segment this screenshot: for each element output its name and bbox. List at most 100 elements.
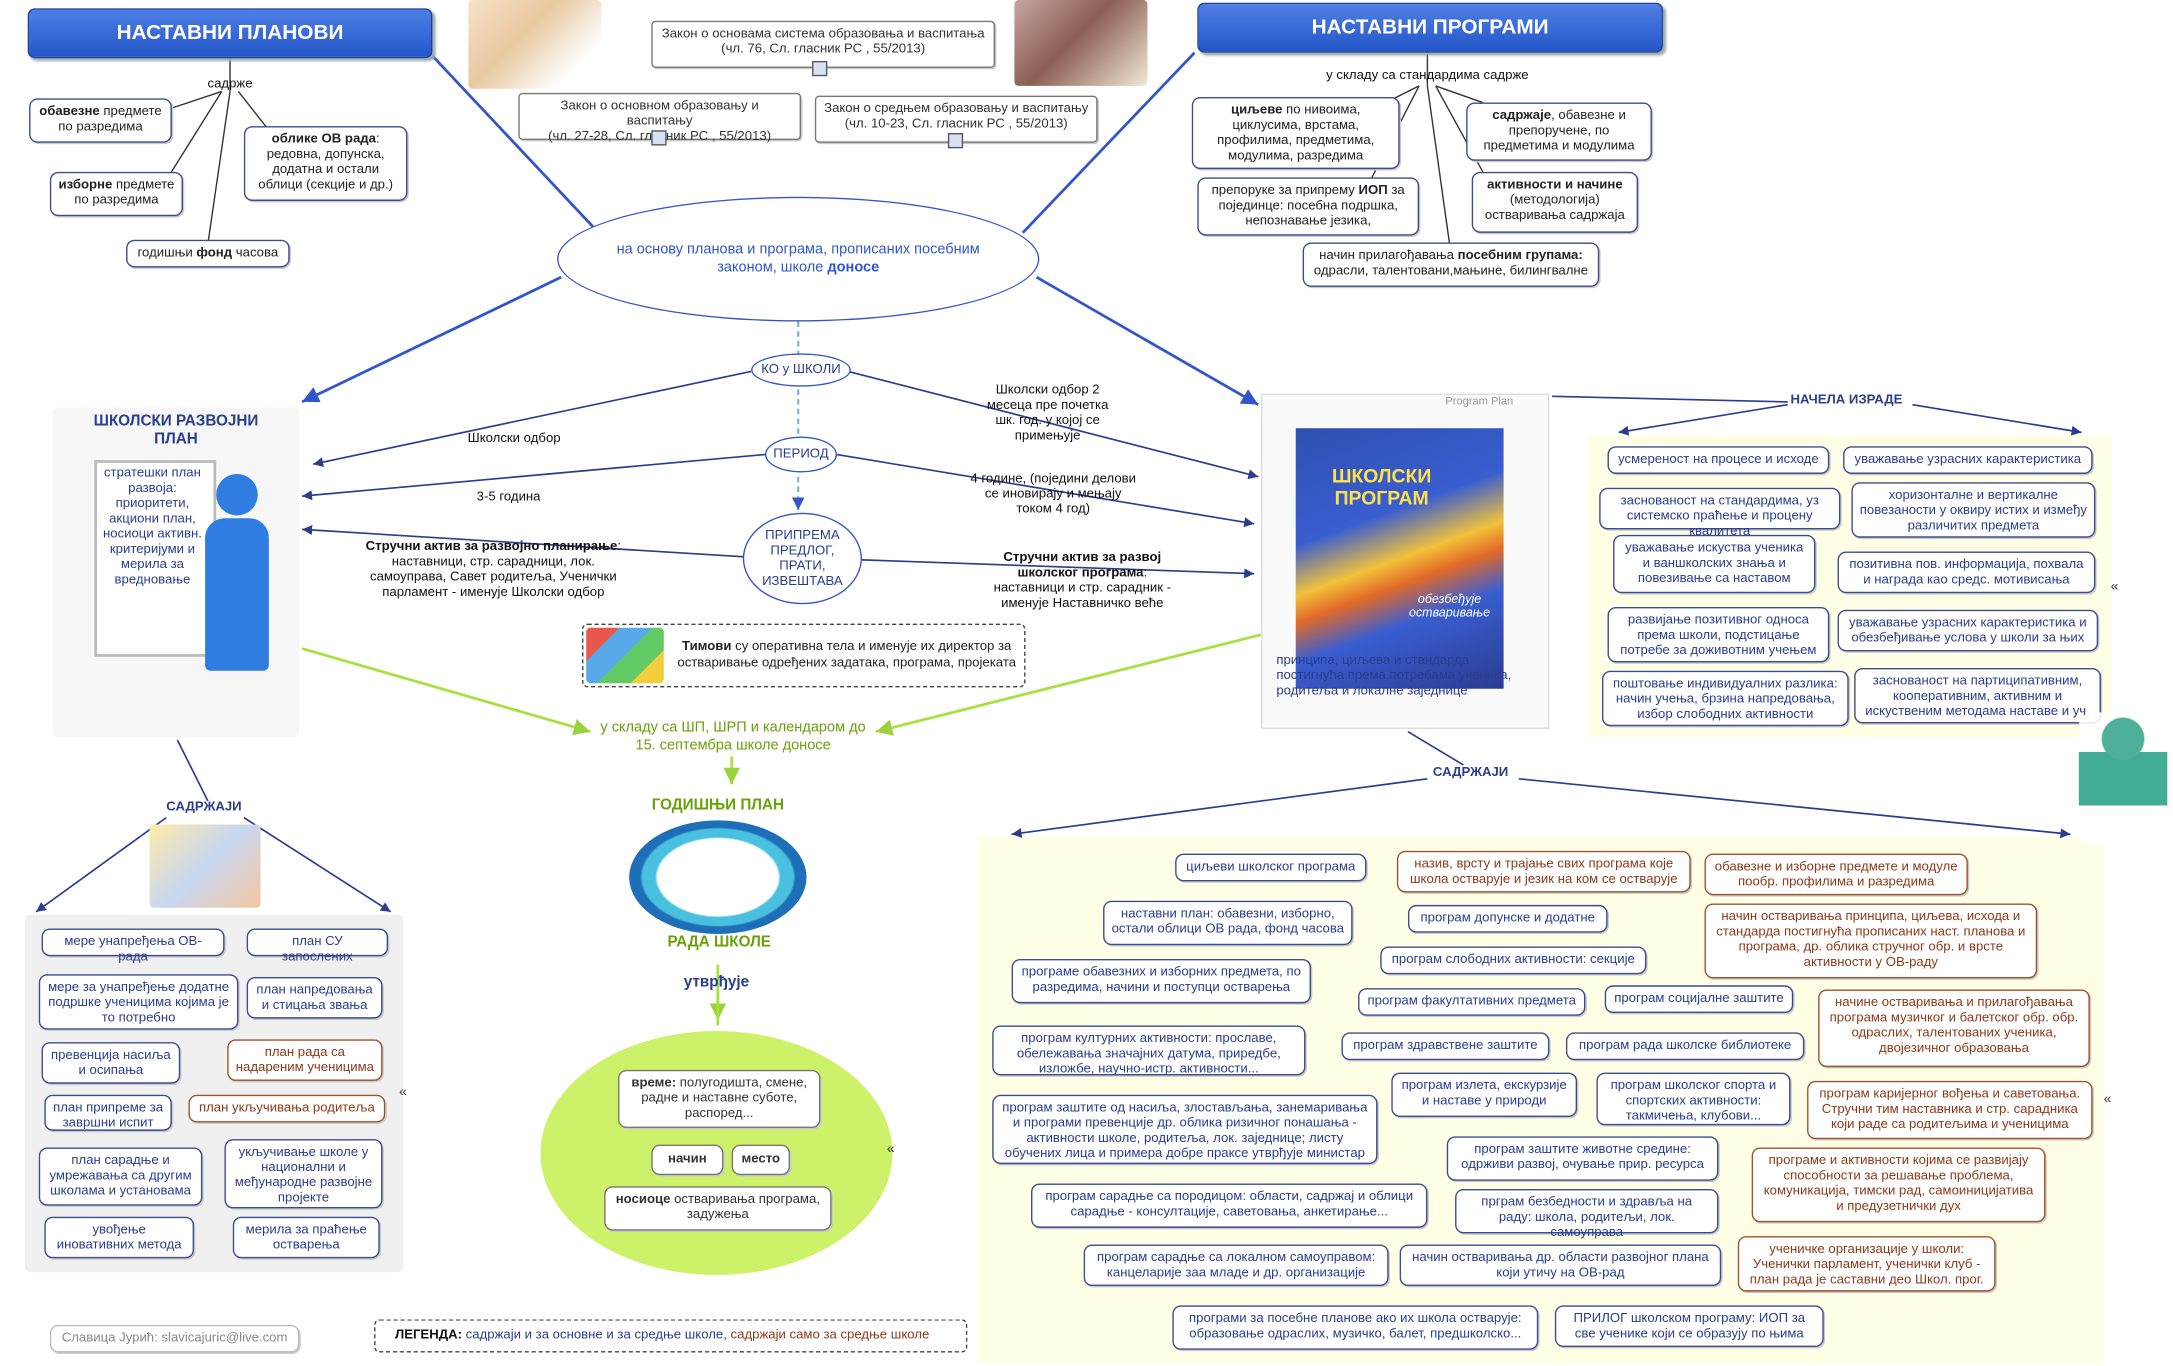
document-icon[interactable] (651, 130, 667, 146)
sp-content-item[interactable]: програм факултативних предмета (1358, 988, 1586, 1016)
sp-content-item[interactable]: наставни план: обавезни, изборно, остали… (1103, 900, 1353, 946)
goals-text: по нивоима, циклусима, врстама, профилим… (1217, 102, 1375, 164)
rdp-content-item[interactable]: укључивање школе у национални и међунаро… (224, 1139, 383, 1209)
presenter-figure (216, 473, 258, 516)
principle-item[interactable]: уважавање узрасних карактеристика и обез… (1837, 609, 2099, 652)
period-oval[interactable]: ПЕРИОД (764, 436, 838, 473)
sp-content-item[interactable]: програм заштите животне средине: одрживи… (1446, 1136, 1719, 1181)
principle-item[interactable]: поштовање индивидуалних разлика: начин у… (1601, 670, 1849, 727)
principle-item[interactable]: хоризонталне и вертикалне повезаности у … (1851, 482, 2096, 538)
sp-content-item[interactable]: ученичке организације у школи: Ученички … (1737, 1236, 1996, 1292)
rdp-content-item[interactable]: план укључивања родитеља (188, 1094, 386, 1123)
collapse-icon[interactable]: « (2110, 579, 2119, 595)
sp-content-item[interactable]: програм слободних активности: секције (1380, 946, 1647, 975)
rdp-content-item[interactable]: план припреме за завршни испит (44, 1094, 172, 1131)
board-right-label: Школски одбор 2 месеца пре почетка шк. г… (986, 382, 1109, 444)
plans-mandatory-node[interactable]: обавезне предмете по разредима (29, 98, 172, 143)
rdp-content-item[interactable]: план напредовања и стицања звања (246, 976, 383, 1019)
groups-text: одрасли, талентовани,мањине, билингвалне (1313, 263, 1589, 279)
principle-item[interactable]: усмереност на процесе и исходе (1607, 446, 1830, 474)
sp-content-item[interactable]: назив, врсту и трајање свих програма кој… (1396, 850, 1691, 893)
sp-content-item[interactable]: програм социјалне заштите (1604, 985, 1794, 1014)
rdp-content-item[interactable]: план рада са надареним ученицима (227, 1039, 383, 1081)
aktiv-right-bold: Стручни актив за развој школског програм… (1003, 550, 1162, 581)
who-in-school-oval[interactable]: КО у ШКОЛИ (751, 353, 851, 387)
sp-content-item[interactable]: програм излета, екскурзије и наставе у п… (1391, 1072, 1578, 1117)
sp-content-item[interactable]: програм сарадње са локалном самоуправом:… (1083, 1244, 1389, 1287)
sp-content-item[interactable]: програм рада школске библиотеке (1565, 1032, 1805, 1061)
sp-content-item[interactable]: програм школског спорта и спортских акти… (1596, 1072, 1791, 1126)
iop-pre: препоруке за припрему (1211, 182, 1359, 199)
girl-reading-image (468, 0, 602, 89)
programs-groups-node[interactable]: начин прилагођавања посебним групама: од… (1302, 242, 1600, 287)
programs-activities-node[interactable]: активности и начине (методологија) оства… (1471, 171, 1639, 233)
fund-pre: годишњи (137, 245, 197, 261)
sp-content-item[interactable]: програм сарадње са породицом: области, с… (1031, 1183, 1428, 1228)
rdp-content-item[interactable]: мере за унапређење додатне подршке учени… (38, 974, 239, 1030)
prepare-oval[interactable]: ПРИПРЕМА ПРЕДЛОГ, ПРАТИ, ИЗВЕШТАВА (742, 512, 862, 605)
principle-item[interactable]: заснованост на партиципативним, кооперат… (1854, 667, 2101, 724)
sp-content-item[interactable]: обавезне и изборне предмете и модуле поо… (1704, 853, 1968, 896)
principle-item[interactable]: развијање позитивног односа према школи,… (1607, 606, 1830, 663)
law-foundations[interactable]: Закон о основама система образовања и ва… (651, 20, 996, 68)
document-icon[interactable] (947, 133, 964, 149)
collapse-icon[interactable]: « (886, 1141, 895, 1158)
annual-time-node[interactable]: време: полугодишта, смене, радне и наста… (618, 1069, 821, 1129)
sp-content-item[interactable]: програм културних активности: прославе, … (992, 1025, 1306, 1077)
student-books-image (1014, 0, 1148, 86)
rdp-content-item[interactable]: план СУ запослених (246, 928, 389, 965)
papers-illustration (149, 824, 261, 908)
forms-text: : редовна, допунска, додатна и остали об… (258, 131, 394, 193)
sp-content-item[interactable]: циљеви школског програма (1175, 853, 1367, 882)
sp-content-item[interactable]: начин остваривања принципа, циљева, исхо… (1704, 903, 2038, 979)
sp-content-item[interactable]: програме и активности којима се развијај… (1751, 1147, 2046, 1223)
programs-content-node[interactable]: садржаје, обавезне и препоручене, по пре… (1466, 102, 1652, 161)
principle-item[interactable]: уважавање искуства ученика и ваншколских… (1613, 534, 1816, 594)
rdp-content-item[interactable]: увођење иновативних метода (44, 1216, 195, 1259)
collapse-icon[interactable]: « (2103, 1092, 2112, 1108)
annual-place-node[interactable]: место (731, 1144, 790, 1176)
sp-content-item[interactable]: програме обавезних и изборних предмета, … (1011, 958, 1311, 1004)
sp-content-item[interactable]: прграм безбедности и здравља на раду: шк… (1455, 1189, 1719, 1240)
author-credit[interactable]: Славица Јурић: slavicajuric@live.com (49, 1324, 300, 1353)
sp-content-item[interactable]: програм каријерног вођења и саветовања. … (1807, 1080, 2093, 1140)
sp-content-item[interactable]: програм допунске и додатне (1407, 904, 1608, 933)
programs-goals-node[interactable]: циљеве по нивоима, циклусима, врстама, п… (1191, 97, 1400, 170)
collapse-icon[interactable]: « (399, 1085, 407, 1101)
rdp-content-item[interactable]: план сарадње и умрежавања са другим школ… (38, 1147, 203, 1206)
principle-item[interactable]: заснованост на стандардима, уз системско… (1599, 487, 1841, 539)
rdp-content-item[interactable]: превенција насиља и осипања (41, 1042, 181, 1084)
rdp-content-item[interactable]: мере унапређења ОВ-рада (41, 928, 225, 965)
sp-content-item[interactable]: начине остваривања и прилагођавања прогр… (1818, 989, 2090, 1068)
calendar-illustration (629, 820, 807, 935)
mandatory-text: предмете по разредима (58, 103, 162, 135)
rdp-content-item[interactable]: мерила за праћење остварења (232, 1216, 380, 1259)
groups-pre: начин прилагођавања (1319, 248, 1458, 264)
sp-content-item[interactable]: програм здравствене заштите (1341, 1032, 1550, 1061)
adopt-ellipse[interactable]: на основу планова и програма, прописаних… (557, 196, 1040, 322)
plans-elective-node[interactable]: изборне предмете по разредима (49, 171, 183, 217)
principle-item[interactable]: позитивна пов. информација, похвала и на… (1837, 551, 2096, 594)
plans-fund-node[interactable]: годишњи фонд часова (126, 239, 290, 268)
rdp-contents-panel (24, 914, 404, 1273)
sp-content-item[interactable]: начин остваривања др. области развојног … (1399, 1244, 1722, 1287)
annual-manner-node[interactable]: начин (651, 1144, 724, 1176)
teams-puzzle-icon (586, 627, 664, 684)
law-secondary[interactable]: Закон о средњем образовању и васпитању (… (814, 95, 1098, 143)
legend-label: ЛЕГЕНДА: (394, 1327, 463, 1343)
programs-header[interactable]: НАСТАВНИ ПРОГРАМИ (1197, 2, 1663, 53)
sp-content-item[interactable]: програм заштите од насиља, злостављања, … (992, 1094, 1378, 1165)
sp-content-item[interactable]: ПРИЛОГ школском програму: ИОП за све уче… (1554, 1305, 1824, 1347)
annual-holders-node[interactable]: носиоце остваривања програма, задужења (604, 1186, 832, 1231)
cover-title: ШКОЛСКИ ПРОГРАМ (1331, 464, 1432, 509)
document-icon[interactable] (812, 60, 828, 77)
elective-text: предмете по разредима (74, 177, 175, 208)
principle-item[interactable]: уважавање узрасних карактеристика (1843, 446, 2093, 474)
plans-forms-node[interactable]: облике ОВ рада: редовна, допунска, додат… (243, 126, 408, 201)
prepare-text: ПРИПРЕМА ПРЕДЛОГ, ПРАТИ, ИЗВЕШТАВА (762, 527, 843, 589)
programs-iop-node[interactable]: препоруке за припрему ИОП за појединце: … (1197, 177, 1420, 236)
plans-header[interactable]: НАСТАВНИ ПЛАНОВИ (27, 8, 433, 59)
teams-node[interactable]: Тимови су оперативна тела и именује их д… (582, 623, 1026, 688)
sp-content-item[interactable]: програми за посебне планове ако их школа… (1172, 1305, 1539, 1350)
